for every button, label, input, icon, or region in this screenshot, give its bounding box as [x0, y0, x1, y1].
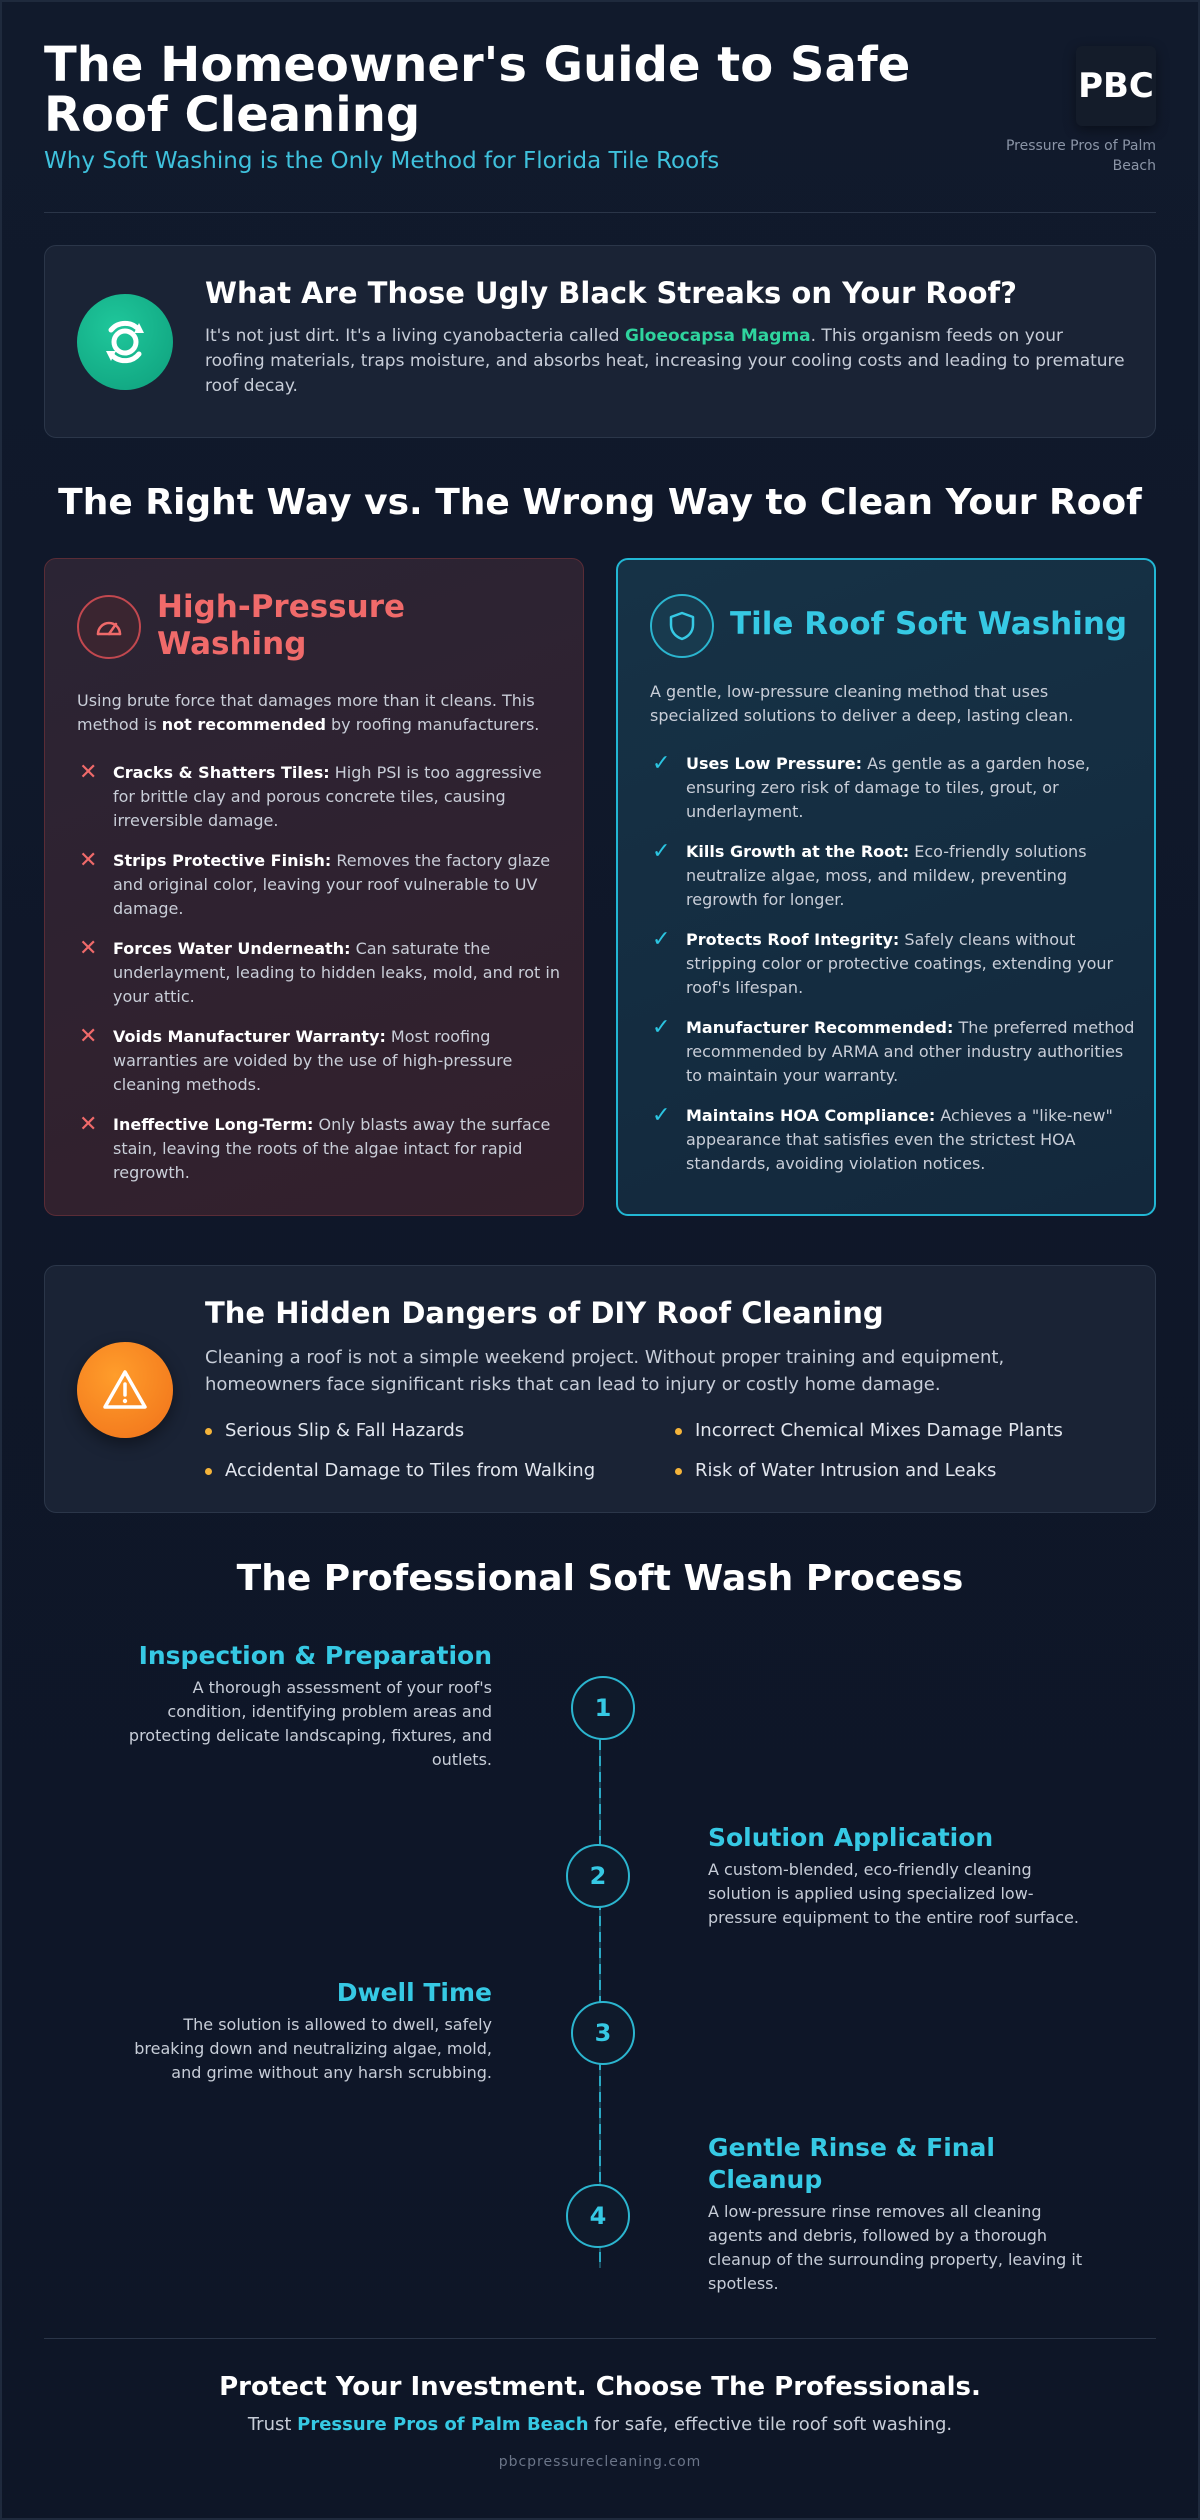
list-item: ✕Voids Manufacturer Warranty: Most roofi…: [79, 1024, 513, 1095]
soft-washing-title: Tile Roof Soft Washing: [730, 606, 1128, 642]
footer-title: Protect Your Investment. Choose The Prof…: [219, 2372, 981, 2402]
company-caption: Pressure Pros of Palm Beach: [1005, 138, 1156, 174]
step-number-4: 4: [566, 2184, 630, 2248]
high-pressure-card: High-Pressure Washing Using brute force …: [44, 558, 584, 1216]
list-item: ✕Ineffective Long-Term: Only blasts away…: [79, 1112, 551, 1183]
shield-icon: [650, 594, 714, 658]
list-item: ✓Manufacturer Recommended: The preferred…: [652, 1015, 1135, 1086]
page-subtitle: Why Soft Washing is the Only Method for …: [44, 148, 720, 174]
list-item: ✕Cracks & Shatters Tiles: High PSI is to…: [79, 760, 542, 831]
checkmark-icon: ✓: [652, 751, 671, 776]
step-title: Gentle Rinse & Final Cleanup: [708, 2133, 995, 2194]
organism-name: Gloeocapsa Magma: [624, 326, 811, 346]
high-pressure-desc: Using brute force that damages more than…: [77, 691, 540, 734]
x-icon: ✕: [79, 760, 98, 785]
step-text: A low-pressure rinse removes all cleanin…: [708, 2202, 1083, 2293]
step-title: Dwell Time: [336, 1978, 492, 2007]
step-text: The solution is allowed to dwell, safely…: [134, 2015, 492, 2082]
intro-text: It's not just dirt. It's a living cyanob…: [205, 326, 1125, 396]
diy-bullet-list: Serious Slip & Fall Hazards Incorrect Ch…: [205, 1418, 1125, 1484]
x-icon: ✕: [79, 1112, 98, 1137]
website-url[interactable]: pbcpressurecleaning.com: [498, 2454, 702, 2470]
diy-title: The Hidden Dangers of DIY Roof Cleaning: [205, 1296, 884, 1330]
step-number-2: 2: [566, 1844, 630, 1908]
x-icon: ✕: [79, 848, 98, 873]
list-item: ✓Protects Roof Integrity: Safely cleans …: [652, 927, 1114, 998]
soft-washing-desc: A gentle, low-pressure cleaning method t…: [650, 682, 1074, 725]
step-title: Inspection & Preparation: [138, 1641, 492, 1670]
checkmark-icon: ✓: [652, 1015, 671, 1040]
timeline-line: [599, 1708, 601, 2268]
checkmark-icon: ✓: [652, 1103, 671, 1128]
company-logo: PBC: [1076, 46, 1156, 126]
pressure-gauge-icon: [77, 595, 141, 659]
x-icon: ✕: [79, 1024, 98, 1049]
recycle-icon: [77, 294, 173, 390]
compare-section-title: The Right Way vs. The Wrong Way to Clean…: [58, 482, 1142, 523]
intro-title: What Are Those Ugly Black Streaks on You…: [205, 276, 1017, 310]
process-step-4: Gentle Rinse & Final Cleanup A low-press…: [708, 2132, 1088, 2296]
step-number-1: 1: [571, 1676, 635, 1740]
step-text: A custom-blended, eco-friendly cleaning …: [708, 1860, 1079, 1927]
list-item: ✕Strips Protective Finish: Removes the f…: [79, 848, 551, 919]
header: The Homeowner's Guide to Safe Roof Clean…: [44, 40, 1156, 212]
soft-washing-list: ✓Uses Low Pressure: As gentle as a garde…: [650, 752, 1140, 1192]
footer-divider: [44, 2338, 1156, 2339]
list-item: ✓Uses Low Pressure: As gentle as a garde…: [652, 751, 1091, 822]
soft-washing-card: Tile Roof Soft Washing A gentle, low-pre…: [616, 558, 1156, 1216]
diy-dangers-card: The Hidden Dangers of DIY Roof Cleaning …: [44, 1265, 1156, 1513]
process-step-1: Inspection & Preparation A thorough asse…: [112, 1640, 492, 1772]
list-item: Incorrect Chemical Mixes Damage Plants: [675, 1418, 1125, 1444]
step-number-3: 3: [571, 2001, 635, 2065]
list-item: Risk of Water Intrusion and Leaks: [675, 1458, 1125, 1484]
warning-icon: [77, 1342, 173, 1438]
list-item: Serious Slip & Fall Hazards: [205, 1418, 675, 1444]
page-title: The Homeowner's Guide to Safe Roof Clean…: [44, 37, 911, 143]
list-item: Accidental Damage to Tiles from Walking: [205, 1458, 675, 1484]
list-item: ✕Forces Water Underneath: Can saturate t…: [79, 936, 560, 1007]
checkmark-icon: ✓: [652, 927, 671, 952]
step-text: A thorough assessment of your roof's con…: [128, 1678, 492, 1769]
intro-card: What Are Those Ugly Black Streaks on You…: [44, 245, 1156, 438]
header-divider: [44, 212, 1156, 213]
step-title: Solution Application: [708, 1823, 994, 1852]
diy-text: Cleaning a roof is not a simple weekend …: [205, 1347, 1005, 1395]
process-step-2: Solution Application A custom-blended, e…: [708, 1822, 1088, 1930]
footer-text: Trust Pressure Pros of Palm Beach for sa…: [247, 2414, 953, 2435]
list-item: ✓Maintains HOA Compliance: Achieves a "l…: [652, 1103, 1113, 1174]
x-icon: ✕: [79, 936, 98, 961]
checkmark-icon: ✓: [652, 839, 671, 864]
high-pressure-list: ✕Cracks & Shatters Tiles: High PSI is to…: [77, 761, 567, 1201]
company-link[interactable]: Pressure Pros of Palm Beach: [297, 2414, 589, 2435]
high-pressure-title: High-Pressure Washing: [157, 589, 406, 662]
list-item: ✓Kills Growth at the Root: Eco-friendly …: [652, 839, 1087, 910]
process-step-3: Dwell Time The solution is allowed to dw…: [112, 1977, 492, 2085]
process-section-title: The Professional Soft Wash Process: [236, 1558, 964, 1599]
